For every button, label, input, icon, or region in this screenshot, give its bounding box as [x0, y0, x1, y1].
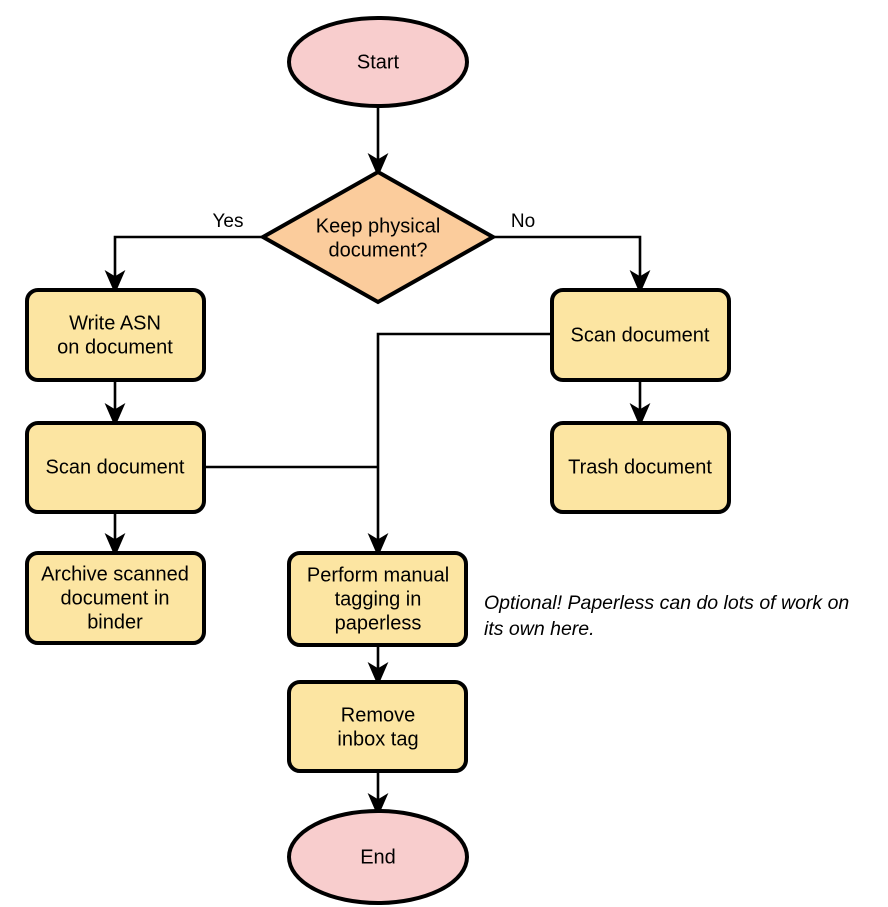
optional-note-line2: its own here. [484, 618, 595, 640]
annotation-optional-note: Optional! Paperless can do lots of work … [484, 592, 849, 640]
scan-document-left-label: Scan document [46, 456, 185, 478]
decision-label-line1: Keep physical [316, 215, 441, 237]
decision-label-line2: document? [329, 239, 428, 261]
archive-label-line1: Archive scanned [41, 563, 189, 585]
scan-document-right-box-shape [550, 288, 731, 382]
end-label: End [360, 846, 396, 868]
write-asn-label-line2: on document [57, 336, 173, 358]
archive-label-line2: document in [61, 587, 170, 609]
node-scan-document-left[interactable]: Scan document [25, 421, 206, 514]
start-ellipse-shape [287, 16, 469, 108]
trash-document-box-shape [550, 421, 731, 514]
scan-document-left-box-shape [25, 421, 206, 514]
node-remove-inbox-tag[interactable]: Remove inbox tag [287, 680, 468, 773]
archive-box-shape [25, 551, 206, 645]
connector-layer [115, 107, 640, 805]
node-decision-keep-physical-document[interactable]: Keep physical document? [258, 169, 498, 305]
edge-scan-right-to-tagging [378, 332, 552, 545]
optional-note-line1: Optional! Paperless can do lots of work … [484, 592, 849, 614]
node-trash-document[interactable]: Trash document [550, 421, 731, 514]
tagging-label-line3: paperless [335, 612, 422, 634]
start-label: Start [357, 51, 400, 73]
node-start[interactable]: Start [287, 16, 469, 108]
tagging-label-line2: tagging in [335, 588, 422, 610]
node-end[interactable]: End [287, 809, 469, 905]
edge-label-no: No [511, 211, 535, 232]
edge-decision-yes-to-write-asn [115, 235, 263, 282]
node-perform-manual-tagging[interactable]: Perform manual tagging in paperless [287, 551, 468, 647]
tagging-label-line1: Perform manual [307, 564, 449, 586]
tagging-box-shape [287, 551, 468, 647]
write-asn-box-shape [25, 288, 206, 382]
edge-decision-no-to-scan-right [493, 235, 640, 282]
decision-diamond-shape [258, 169, 498, 305]
node-scan-document-right[interactable]: Scan document [550, 288, 731, 382]
node-archive-scanned-document[interactable]: Archive scanned document in binder [25, 551, 206, 645]
scan-document-right-label: Scan document [571, 324, 710, 346]
write-asn-label-line1: Write ASN [69, 312, 161, 334]
trash-document-label: Trash document [568, 456, 712, 478]
end-ellipse-shape [287, 809, 469, 905]
archive-label-line3: binder [87, 611, 143, 633]
remove-inbox-label-line1: Remove [341, 704, 415, 726]
edge-label-yes: Yes [213, 211, 244, 232]
node-write-asn-on-document[interactable]: Write ASN on document [25, 288, 206, 382]
remove-inbox-label-line2: inbox tag [337, 728, 418, 750]
remove-inbox-box-shape [287, 680, 468, 773]
